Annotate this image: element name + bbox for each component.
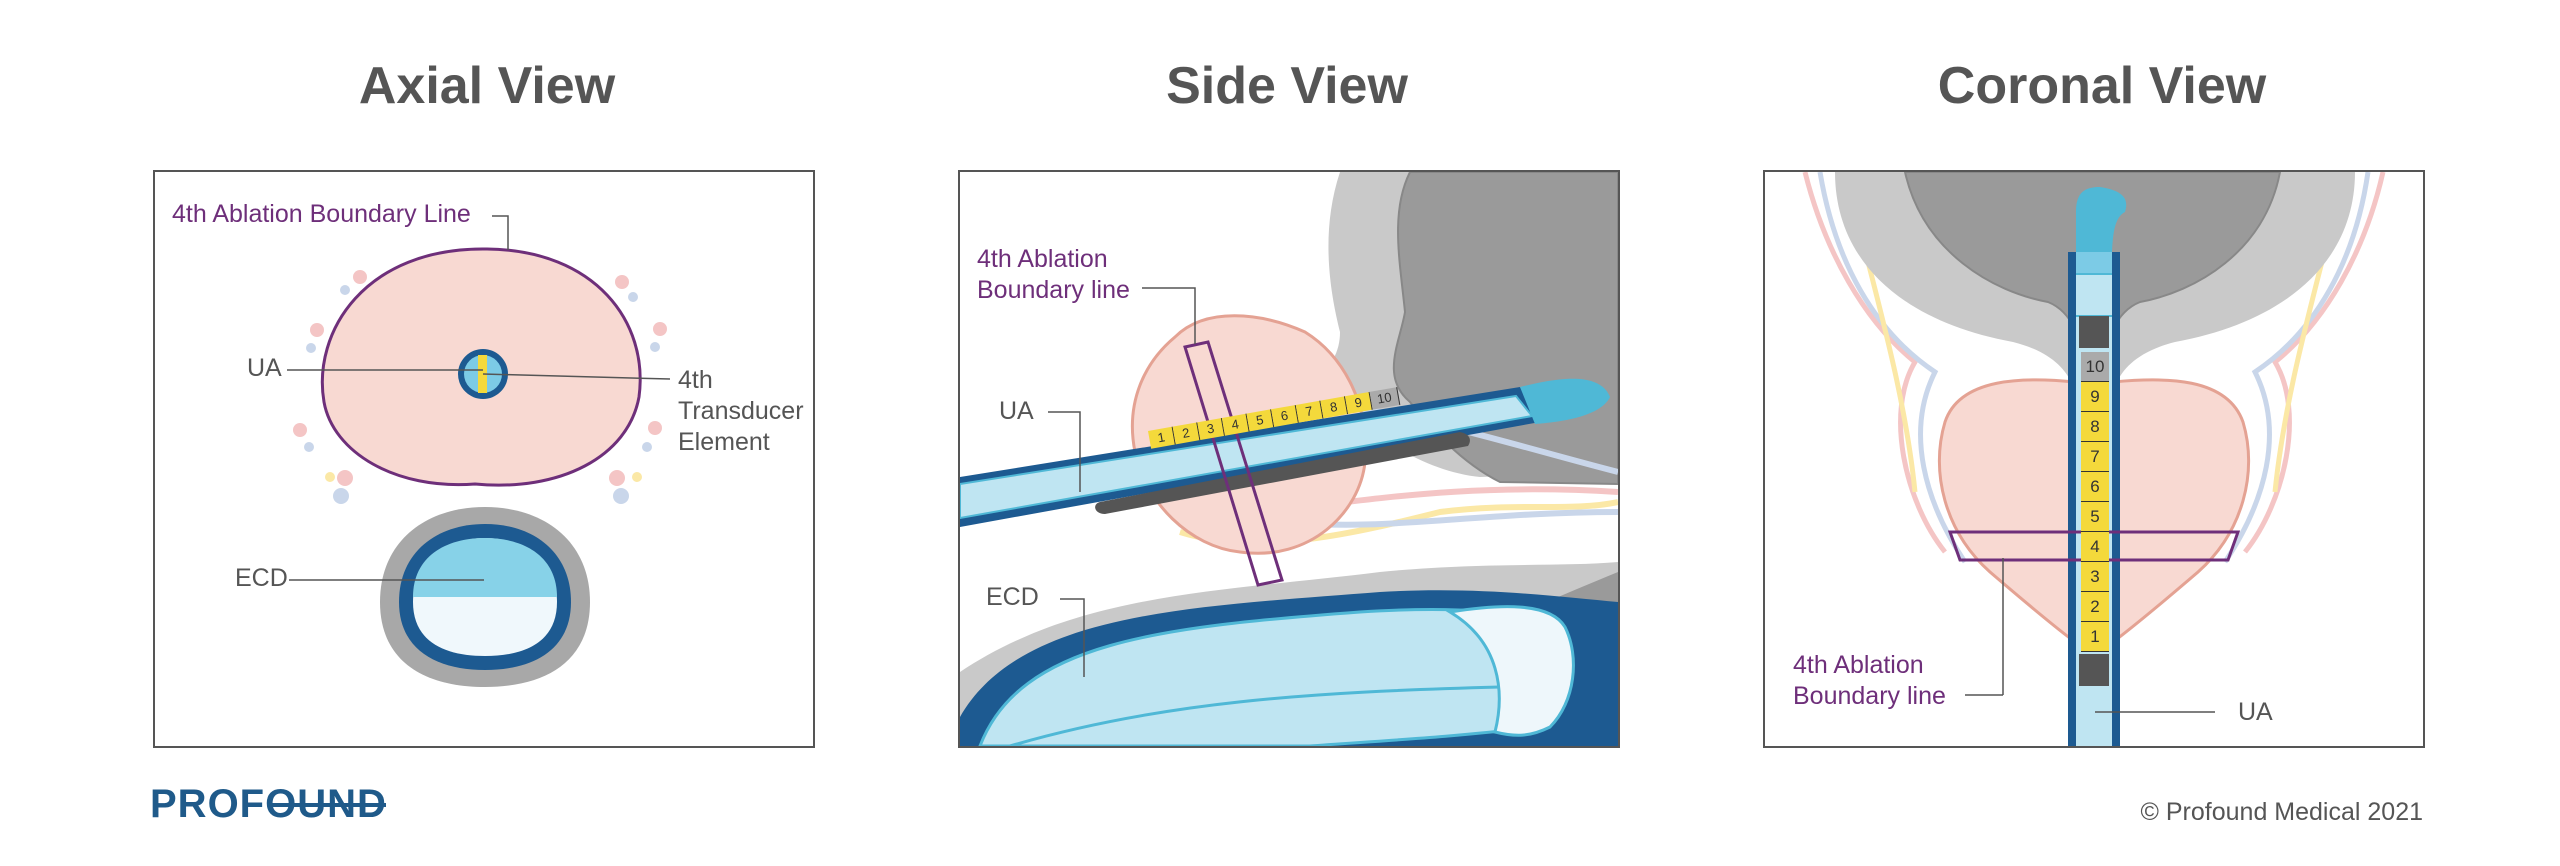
side-leader-lines — [1048, 287, 1196, 677]
coronal-scale-1: 1 — [2081, 622, 2109, 652]
copyright-text: © Profound Medical 2021 — [2140, 798, 2423, 826]
side-view-title: Side View — [1166, 57, 1408, 115]
side-boundary-label: 4th Ablation Boundary line — [977, 245, 1130, 304]
coronal-scale: 10 9 8 7 6 5 4 3 2 1 — [2081, 352, 2109, 652]
axial-view-title: Axial View — [358, 57, 616, 115]
coronal-scale-9: 9 — [2081, 382, 2109, 412]
axial-vessel-dots — [293, 270, 667, 504]
coronal-leader-lines — [1965, 558, 2215, 713]
coronal-ua-label: UA — [2238, 698, 2273, 726]
axial-ecd-label: ECD — [235, 564, 288, 592]
coronal-scale-4: 4 — [2081, 532, 2109, 562]
axial-view-diagram — [287, 215, 671, 687]
coronal-scale-6: 6 — [2081, 472, 2109, 502]
coronal-scale-2: 2 — [2081, 592, 2109, 622]
side-ecd-label: ECD — [986, 583, 1039, 611]
side-ua-label: UA — [999, 397, 1034, 425]
side-boundary-line — [1183, 340, 1284, 587]
side-ecd-membrane — [1009, 685, 1501, 746]
coronal-prostate-right — [2111, 378, 2251, 646]
coronal-scale-7: 7 — [2081, 442, 2109, 472]
side-ecd-tip — [1445, 605, 1575, 737]
coronal-prostate-left — [1937, 378, 2077, 646]
coronal-scale-10: 10 — [2081, 352, 2109, 382]
coronal-view-title: Coronal View — [1937, 57, 2267, 115]
axial-transducer-label: 4th Transducer Element — [678, 366, 804, 456]
axial-ua-label: UA — [247, 354, 282, 382]
coronal-scale-5: 5 — [2081, 502, 2109, 532]
side-view-diagram — [960, 172, 1618, 746]
coronal-scale-3: 3 — [2081, 562, 2109, 592]
coronal-view-panel: 10 9 8 7 6 5 4 3 2 1 4th Ablation Bounda… — [1763, 170, 2425, 748]
side-ua — [960, 378, 1610, 527]
axial-boundary-label: 4th Ablation Boundary Line — [172, 200, 471, 228]
coronal-scale-8: 8 — [2081, 412, 2109, 442]
axial-ecd-water — [413, 538, 557, 597]
axial-leader-lines — [287, 215, 671, 581]
coronal-view-diagram — [1802, 172, 2386, 746]
axial-transducer-element — [478, 355, 487, 393]
coronal-boundary-line — [1947, 530, 2241, 562]
axial-view-panel: 4th Ablation Boundary Line UA 4th Transd… — [153, 170, 815, 748]
side-view-panel: 1 2 3 4 5 6 7 8 9 10 4th Ablation Bounda… — [958, 170, 1620, 748]
coronal-boundary-label: 4th Ablation Boundary line — [1793, 651, 1946, 710]
profound-logo-mark — [268, 803, 386, 807]
